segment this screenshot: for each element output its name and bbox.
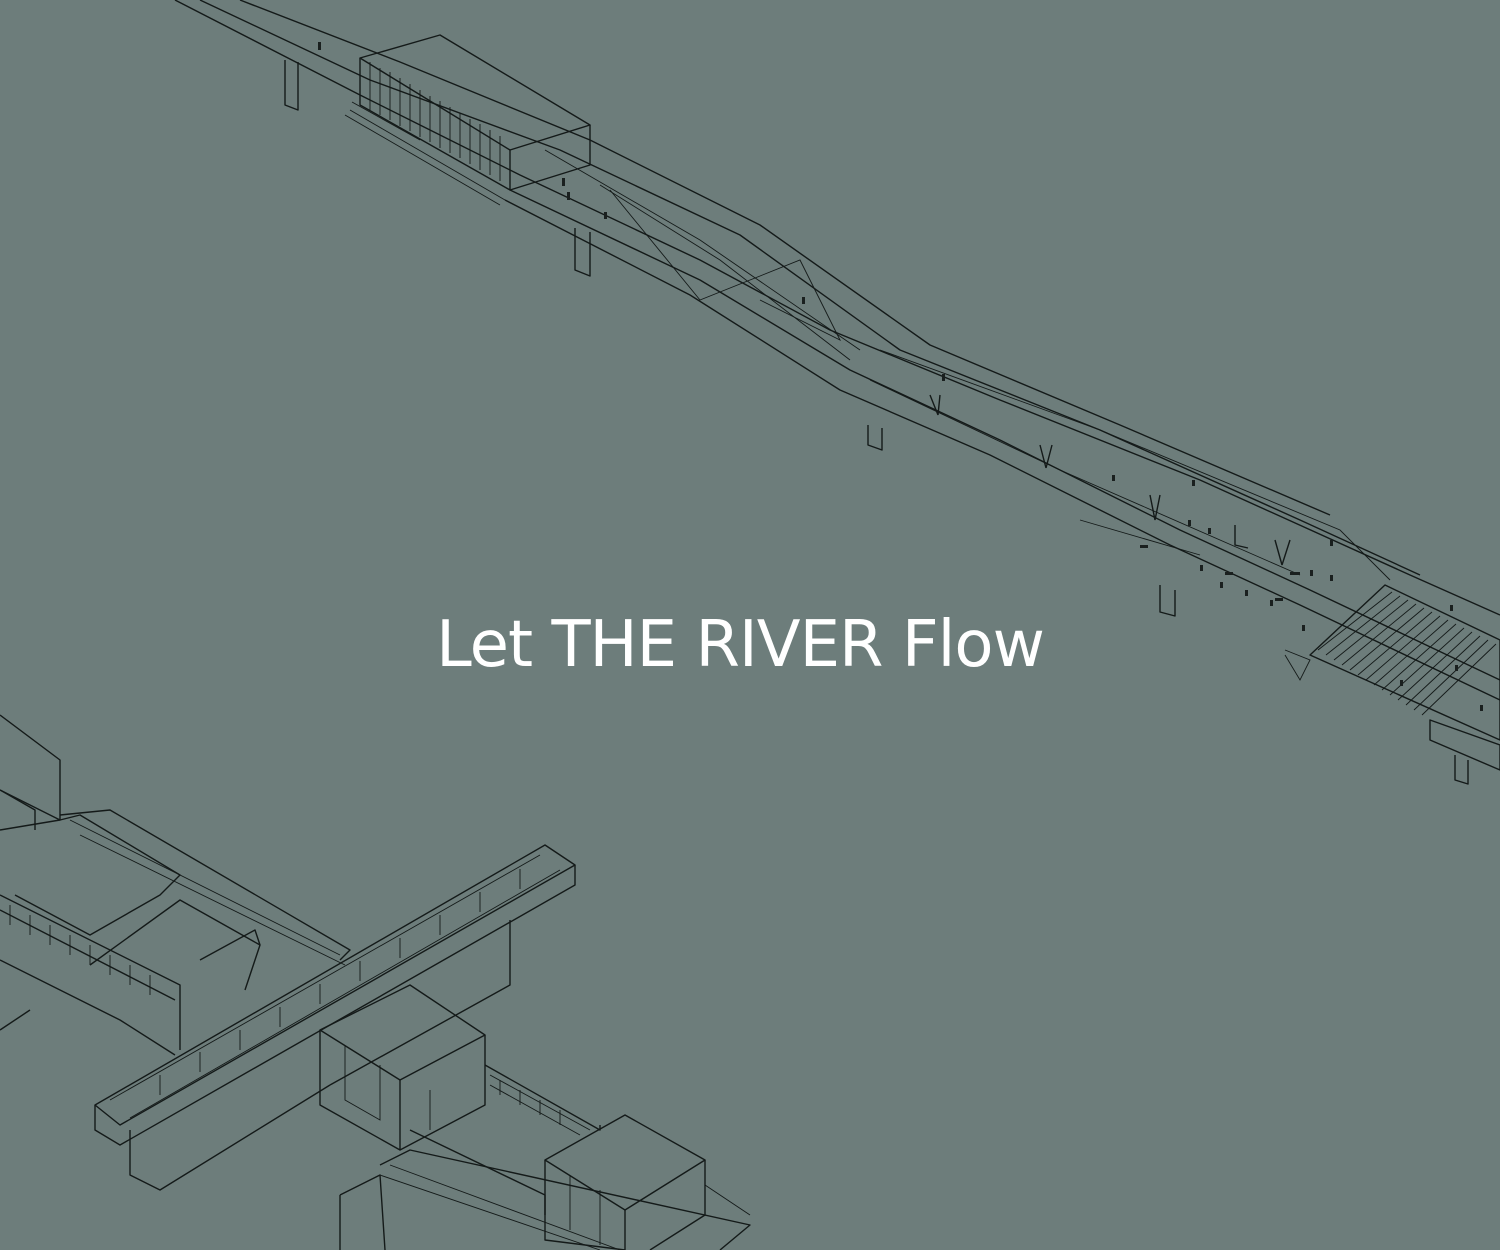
walkway-deck [174, 0, 1500, 701]
poster-title: Let THE RIVER Flow [436, 608, 1045, 682]
bridge-piers [284, 60, 1469, 785]
people-figures [318, 42, 1483, 711]
glass-pavilion [344, 34, 591, 206]
central-pavilion [319, 984, 486, 1151]
crossing-walkway [94, 844, 576, 1191]
right-pavilion [544, 1114, 751, 1250]
river-steps [1284, 584, 1500, 771]
left-block [0, 714, 351, 1056]
